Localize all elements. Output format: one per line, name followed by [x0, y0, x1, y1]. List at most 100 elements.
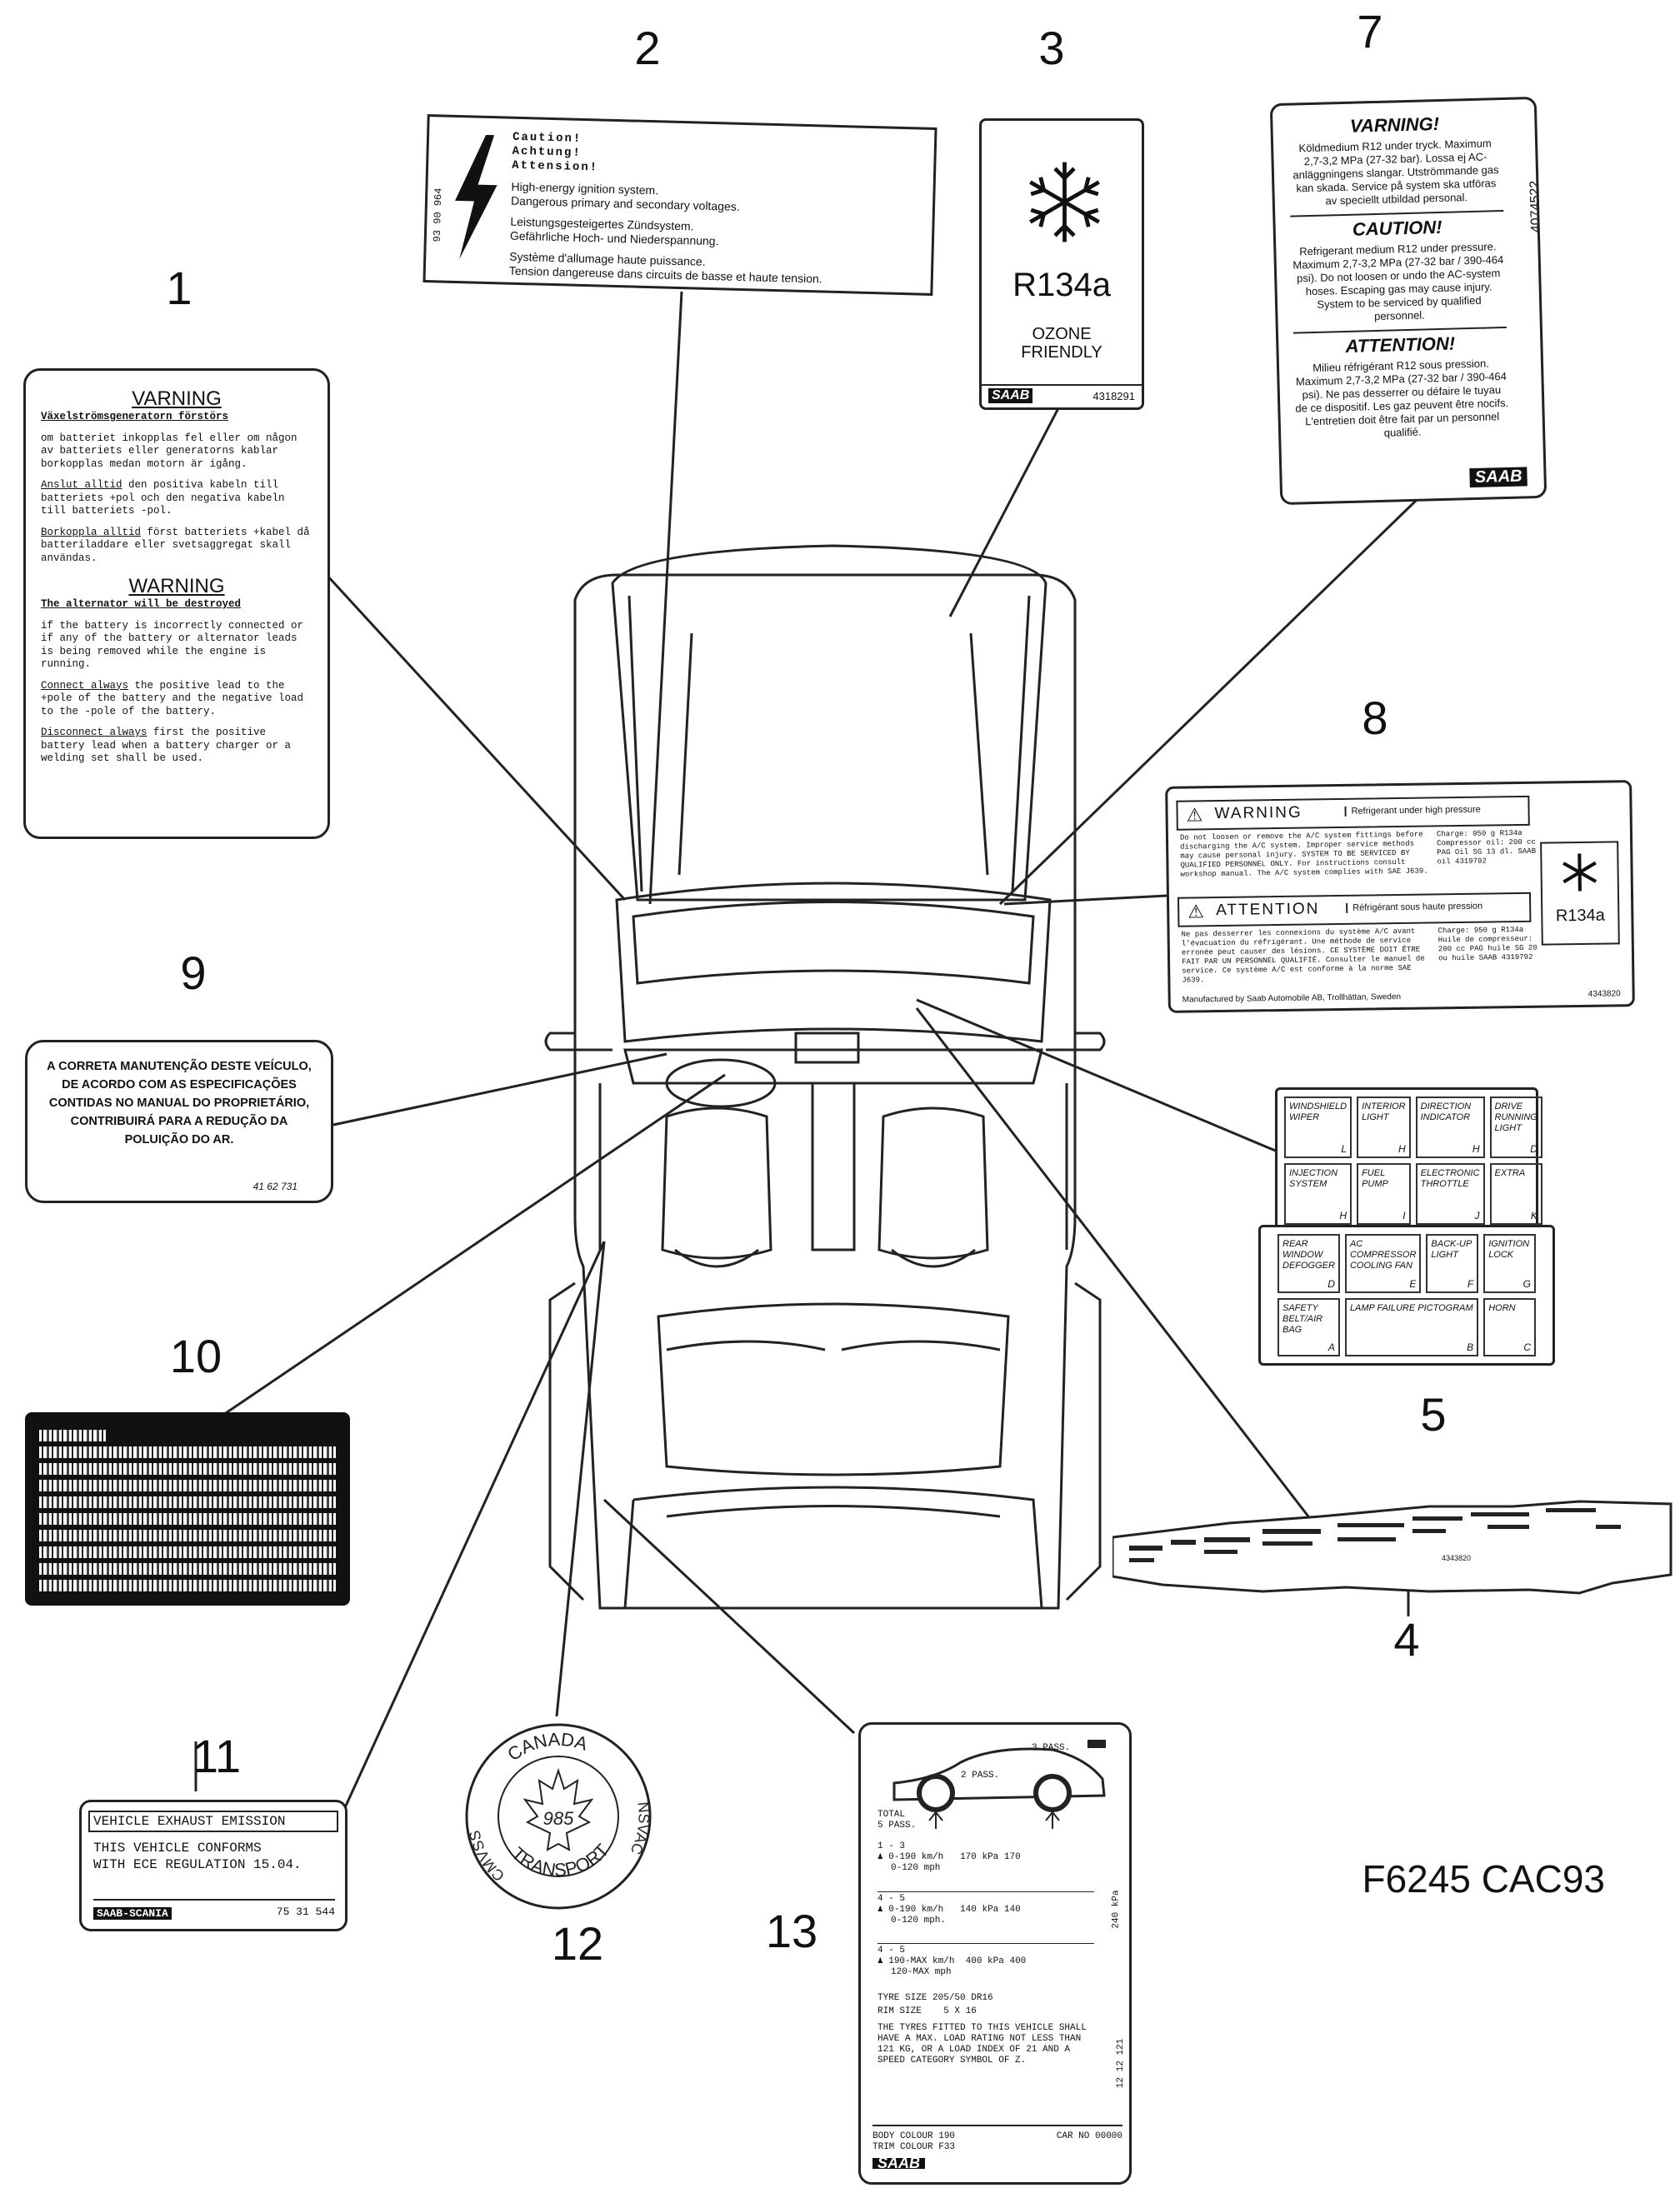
label-9-brazil-emission: A CORRETA MANUTENÇÃO DESTE VEÍCULO, DE A…: [25, 1040, 333, 1203]
label-10-line: [39, 1563, 336, 1575]
label-13-r2-kpa: 140 kPa 140: [960, 1905, 1021, 1915]
fuse-name: INTERIOR LIGHT: [1362, 1101, 1406, 1122]
label-8-part: 4343820: [1588, 989, 1621, 999]
label-13-rim: RIM SIZE 5 X 16: [878, 2006, 977, 2016]
label-8-attention-sub: Réfrigérant sous haute pression: [1346, 901, 1483, 913]
label-1-p2-text: den positiva kabeln till batteriets +pol…: [41, 479, 285, 517]
label-13-tyre: TYRE SIZE 205/50 DR16: [878, 1993, 993, 2003]
label-12-canada-seal: CANADA TRANSPORT CMVSS NSVAC 985: [465, 1723, 652, 1910]
fuse-name: DRIVE RUNNING LIGHT: [1494, 1101, 1538, 1133]
callout-9: 9: [180, 947, 207, 999]
label-13-brand: SAAB: [872, 2156, 926, 2171]
fuse-letter: E: [1409, 1277, 1417, 1290]
label-3-r134a: R134a OZONE FRIENDLY SAAB 4318291: [979, 118, 1144, 410]
fuse-name: INJECTION SYSTEM: [1289, 1168, 1338, 1189]
label-10-line: [39, 1580, 336, 1591]
label-1-heading-en: WARNING: [128, 575, 225, 597]
label-13-r2-pass: 4 - 5: [878, 1891, 1094, 1905]
label-10-line: [39, 1430, 106, 1441]
label-13-side-code: 12 12 121: [1115, 2038, 1126, 2089]
fuse-letter: F: [1467, 1277, 1474, 1290]
fuse-letter: B: [1467, 1341, 1474, 1353]
label-2-ignition-warning: 93 90 964 Caution! Achtung! Attension! H…: [422, 114, 938, 296]
leader-lines: [194, 291, 1418, 1834]
label-7-ac-warning: VARNING! Köldmedium R12 under tryck. Max…: [1269, 96, 1548, 506]
label-13-trim: TRIM COLOUR F33: [872, 2142, 956, 2152]
label-3-friendly: FRIENDLY: [1021, 343, 1102, 362]
label-13-row3: 4 - 5 ♟ 190-MAX km/h 400 kPa 400 120-MAX…: [878, 1943, 1094, 1978]
label-8-fr-charge: Charge: 950 g R134a Huile de compresseur…: [1438, 925, 1538, 963]
label-13-r3-mph: 120-MAX mph: [891, 1967, 952, 1977]
person-icon: ♟: [878, 1956, 883, 1966]
label-1-heading-sv: VARNING: [132, 387, 222, 410]
fuse-letter: A: [1328, 1341, 1335, 1353]
label-8-footer: Manufactured by Saab Automobile AB, Trol…: [1182, 992, 1402, 1005]
label-10-line: [39, 1446, 336, 1458]
person-icon: ♟: [878, 1852, 883, 1862]
fuse-cell: REAR WINDOW DEFOGGER D: [1278, 1234, 1340, 1293]
fuse-letter: I: [1402, 1210, 1406, 1221]
label-1-p1: om batteriet inkopplas fel eller om någo…: [41, 432, 298, 470]
label-1-p5-text: the positive lead to the +pole of the ba…: [41, 679, 304, 717]
callout-3: 3: [1038, 22, 1065, 74]
label-10-line: [39, 1530, 336, 1541]
label-7-p2: Refrigerant medium R12 under pressure. M…: [1292, 240, 1504, 323]
high-voltage-icon: [455, 134, 498, 260]
label-3-footer: SAAB 4318291: [982, 384, 1142, 407]
label-10-line: [39, 1496, 336, 1508]
label-8-warning: WARNING: [1214, 803, 1302, 823]
label-4-strip: [1112, 1500, 1672, 1595]
label-10-line: [39, 1463, 336, 1475]
label-10-line: [39, 1513, 336, 1525]
label-10-japanese-warning: [25, 1412, 350, 1606]
label-13-r1-speed: 0-190 km/h: [888, 1852, 944, 1862]
fuse-letter: J: [1474, 1210, 1480, 1221]
fuse-letter: D: [1328, 1277, 1335, 1290]
car-side-icon: [892, 1740, 1106, 1829]
label-3-ozone: OZONE: [1032, 325, 1092, 343]
fuse-name: DIRECTION INDICATOR: [1420, 1101, 1472, 1122]
maple-leaf-icon: [522, 1767, 594, 1851]
label-13-r3-kpa: 400 kPa 400: [965, 1956, 1027, 1966]
label-11-brand: SAAB-SCANIA: [93, 1907, 172, 1920]
label-13-r1-pass: 1 - 3: [878, 1841, 906, 1851]
label-9-part: 41 62 731: [252, 1181, 298, 1192]
label-7-p3: Milieu réfrigérant R12 sous pression. Ma…: [1295, 357, 1509, 439]
fuse-name: WINDSHIELD WIPER: [1289, 1101, 1348, 1122]
fuse-name: IGNITION LOCK: [1488, 1239, 1530, 1260]
fuse-name: BACK-UP LIGHT: [1431, 1239, 1472, 1260]
label-1-p6-emph: Disconnect always: [41, 727, 148, 738]
label-1-p3-emph: Borkoppla alltid: [41, 526, 142, 538]
fuse-name: REAR WINDOW DEFOGGER: [1282, 1239, 1335, 1271]
fuse-name: ELECTRONIC THROTTLE: [1420, 1168, 1480, 1189]
label-2-code: 93 90 964: [431, 187, 445, 242]
label-1-battery-warning: VARNING Växelströmsgeneratorn förstörs o…: [23, 368, 330, 839]
label-13-row1: 1 - 3 ♟ 0-190 km/h 170 kPa 170 0-120 mph: [878, 1841, 1094, 1874]
callout-1: 1: [166, 262, 192, 314]
label-8-warning-sub: Refrigerant under high pressure: [1344, 804, 1481, 817]
label-8-en-text: Do not loosen or remove the A/C system f…: [1179, 830, 1428, 879]
label-13-p3: 3 PASS.: [1032, 1743, 1071, 1753]
fuse-name: EXTRA: [1494, 1168, 1526, 1178]
callout-12: 12: [551, 1917, 604, 1970]
label-8-refrigerant: R134a: [1555, 906, 1605, 926]
label-3-part: 4318291: [1092, 390, 1135, 402]
label-8-attention: ATTENTION: [1216, 900, 1320, 920]
fuse-letter: D: [1530, 1143, 1538, 1155]
label-7-h1: VARNING!: [1349, 112, 1440, 137]
fuse-letter: C: [1523, 1341, 1531, 1353]
label-7-brand: SAAB: [1469, 467, 1528, 488]
figure-reference: F6245 CAC93: [1362, 1857, 1606, 1901]
label-11-line2: WITH ECE REGULATION 15.04.: [93, 1857, 302, 1872]
label-13-total: TOTAL: [878, 1810, 906, 1820]
label-1-p2: Anslut alltid den positiva kabeln till b…: [41, 479, 312, 518]
fuse-letter: H: [1472, 1143, 1480, 1155]
fuse-letter: H: [1398, 1143, 1406, 1155]
callout-7: 7: [1357, 5, 1383, 57]
fuse-name: HORN: [1488, 1302, 1516, 1313]
